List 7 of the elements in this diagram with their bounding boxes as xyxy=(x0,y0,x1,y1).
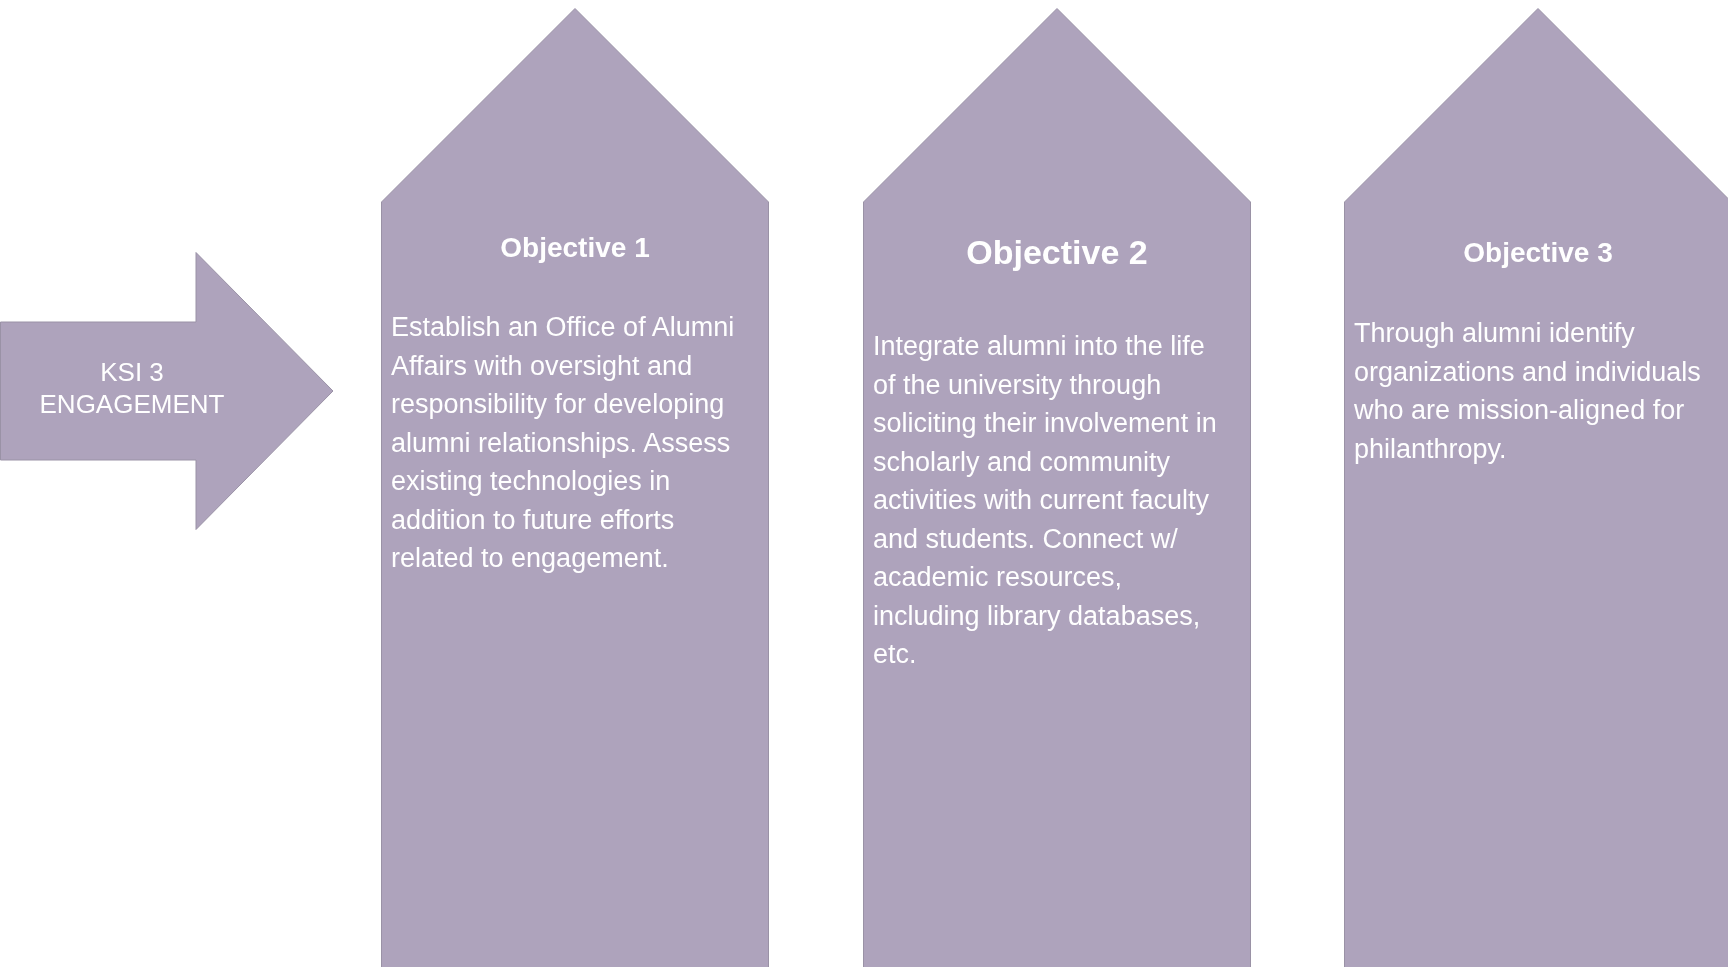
objective-description: Integrate alumni into the life of the university through soliciting their involvement in scholarly and community activities with current faculty and students. Connect w/ academic resources, including library databases, etc. xyxy=(873,330,1218,671)
arrow-label: KSI 3 ENGAGEMENT xyxy=(38,356,226,420)
objective-description: Through alumni identify organizations and individuals who are mission-aligned for philanthropy. xyxy=(1354,317,1702,466)
objective-description: Establish an Office of Alumni Affairs with oversight and responsibility for developing alumni relationships. Assess existing technologies in addition to future efforts related to engagement. xyxy=(391,311,736,575)
objective-heading: Objective 1 xyxy=(499,232,651,264)
objective-heading: Objective 2 xyxy=(965,233,1149,272)
objective-heading: Objective 3 xyxy=(1462,237,1614,269)
